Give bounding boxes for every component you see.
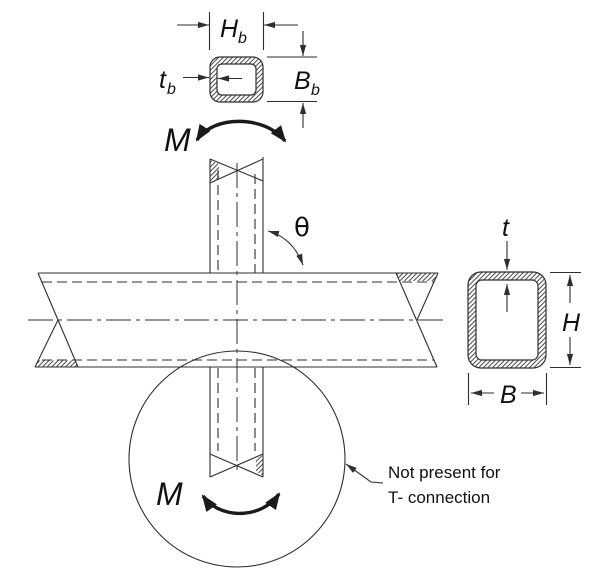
- brace-height-label-sub: b: [238, 30, 247, 47]
- note-leader-arrow: [345, 463, 384, 484]
- moment-top-arrow: [195, 119, 287, 143]
- moment-bottom-label: M: [156, 476, 183, 512]
- chord-section-tube: [467, 271, 547, 369]
- chord-thickness-label: t: [502, 214, 510, 242]
- brace-thickness-label-sub: b: [167, 81, 176, 98]
- moment-top-label: M: [164, 122, 191, 158]
- brace-cross-section: H b B b t b: [159, 12, 320, 128]
- chord-left-break-hatch: [35, 360, 78, 367]
- moment-bottom-arrow: [201, 492, 281, 516]
- brace-width-label: B: [294, 67, 311, 95]
- chord-right-break-line: [395, 272, 438, 368]
- brace-bottom-break-line2: [209, 453, 264, 478]
- moment-top: M: [164, 119, 287, 158]
- brace-bottom-break-hatch: [256, 455, 263, 476]
- chord-right-break-line2: [416, 272, 439, 321]
- brace-section-tube: [209, 56, 264, 103]
- theta-dimension: θ: [267, 213, 310, 266]
- moment-bottom: M: [156, 476, 281, 516]
- chord-width-label: B: [500, 381, 517, 409]
- note-callout: Not present for T- connection: [345, 463, 501, 507]
- brace-thickness-label: t: [159, 66, 167, 94]
- brace-height-label: H: [220, 15, 239, 43]
- chord-height-label: H: [562, 309, 581, 337]
- theta-label: θ: [294, 213, 310, 243]
- theta-arc-arrow: [267, 230, 304, 266]
- brace-top-break-hatch: [210, 160, 219, 182]
- brace-width-label-sub: b: [311, 82, 320, 99]
- note-text-line1: Not present for: [388, 463, 501, 482]
- chord-right-break-hatch: [397, 273, 438, 281]
- chord-member: [28, 272, 448, 368]
- note-text-line2: T- connection: [388, 488, 490, 507]
- chord-cross-section: t H B: [467, 214, 581, 409]
- brace-member: [209, 157, 264, 478]
- chord-left-break-line2: [34, 319, 59, 368]
